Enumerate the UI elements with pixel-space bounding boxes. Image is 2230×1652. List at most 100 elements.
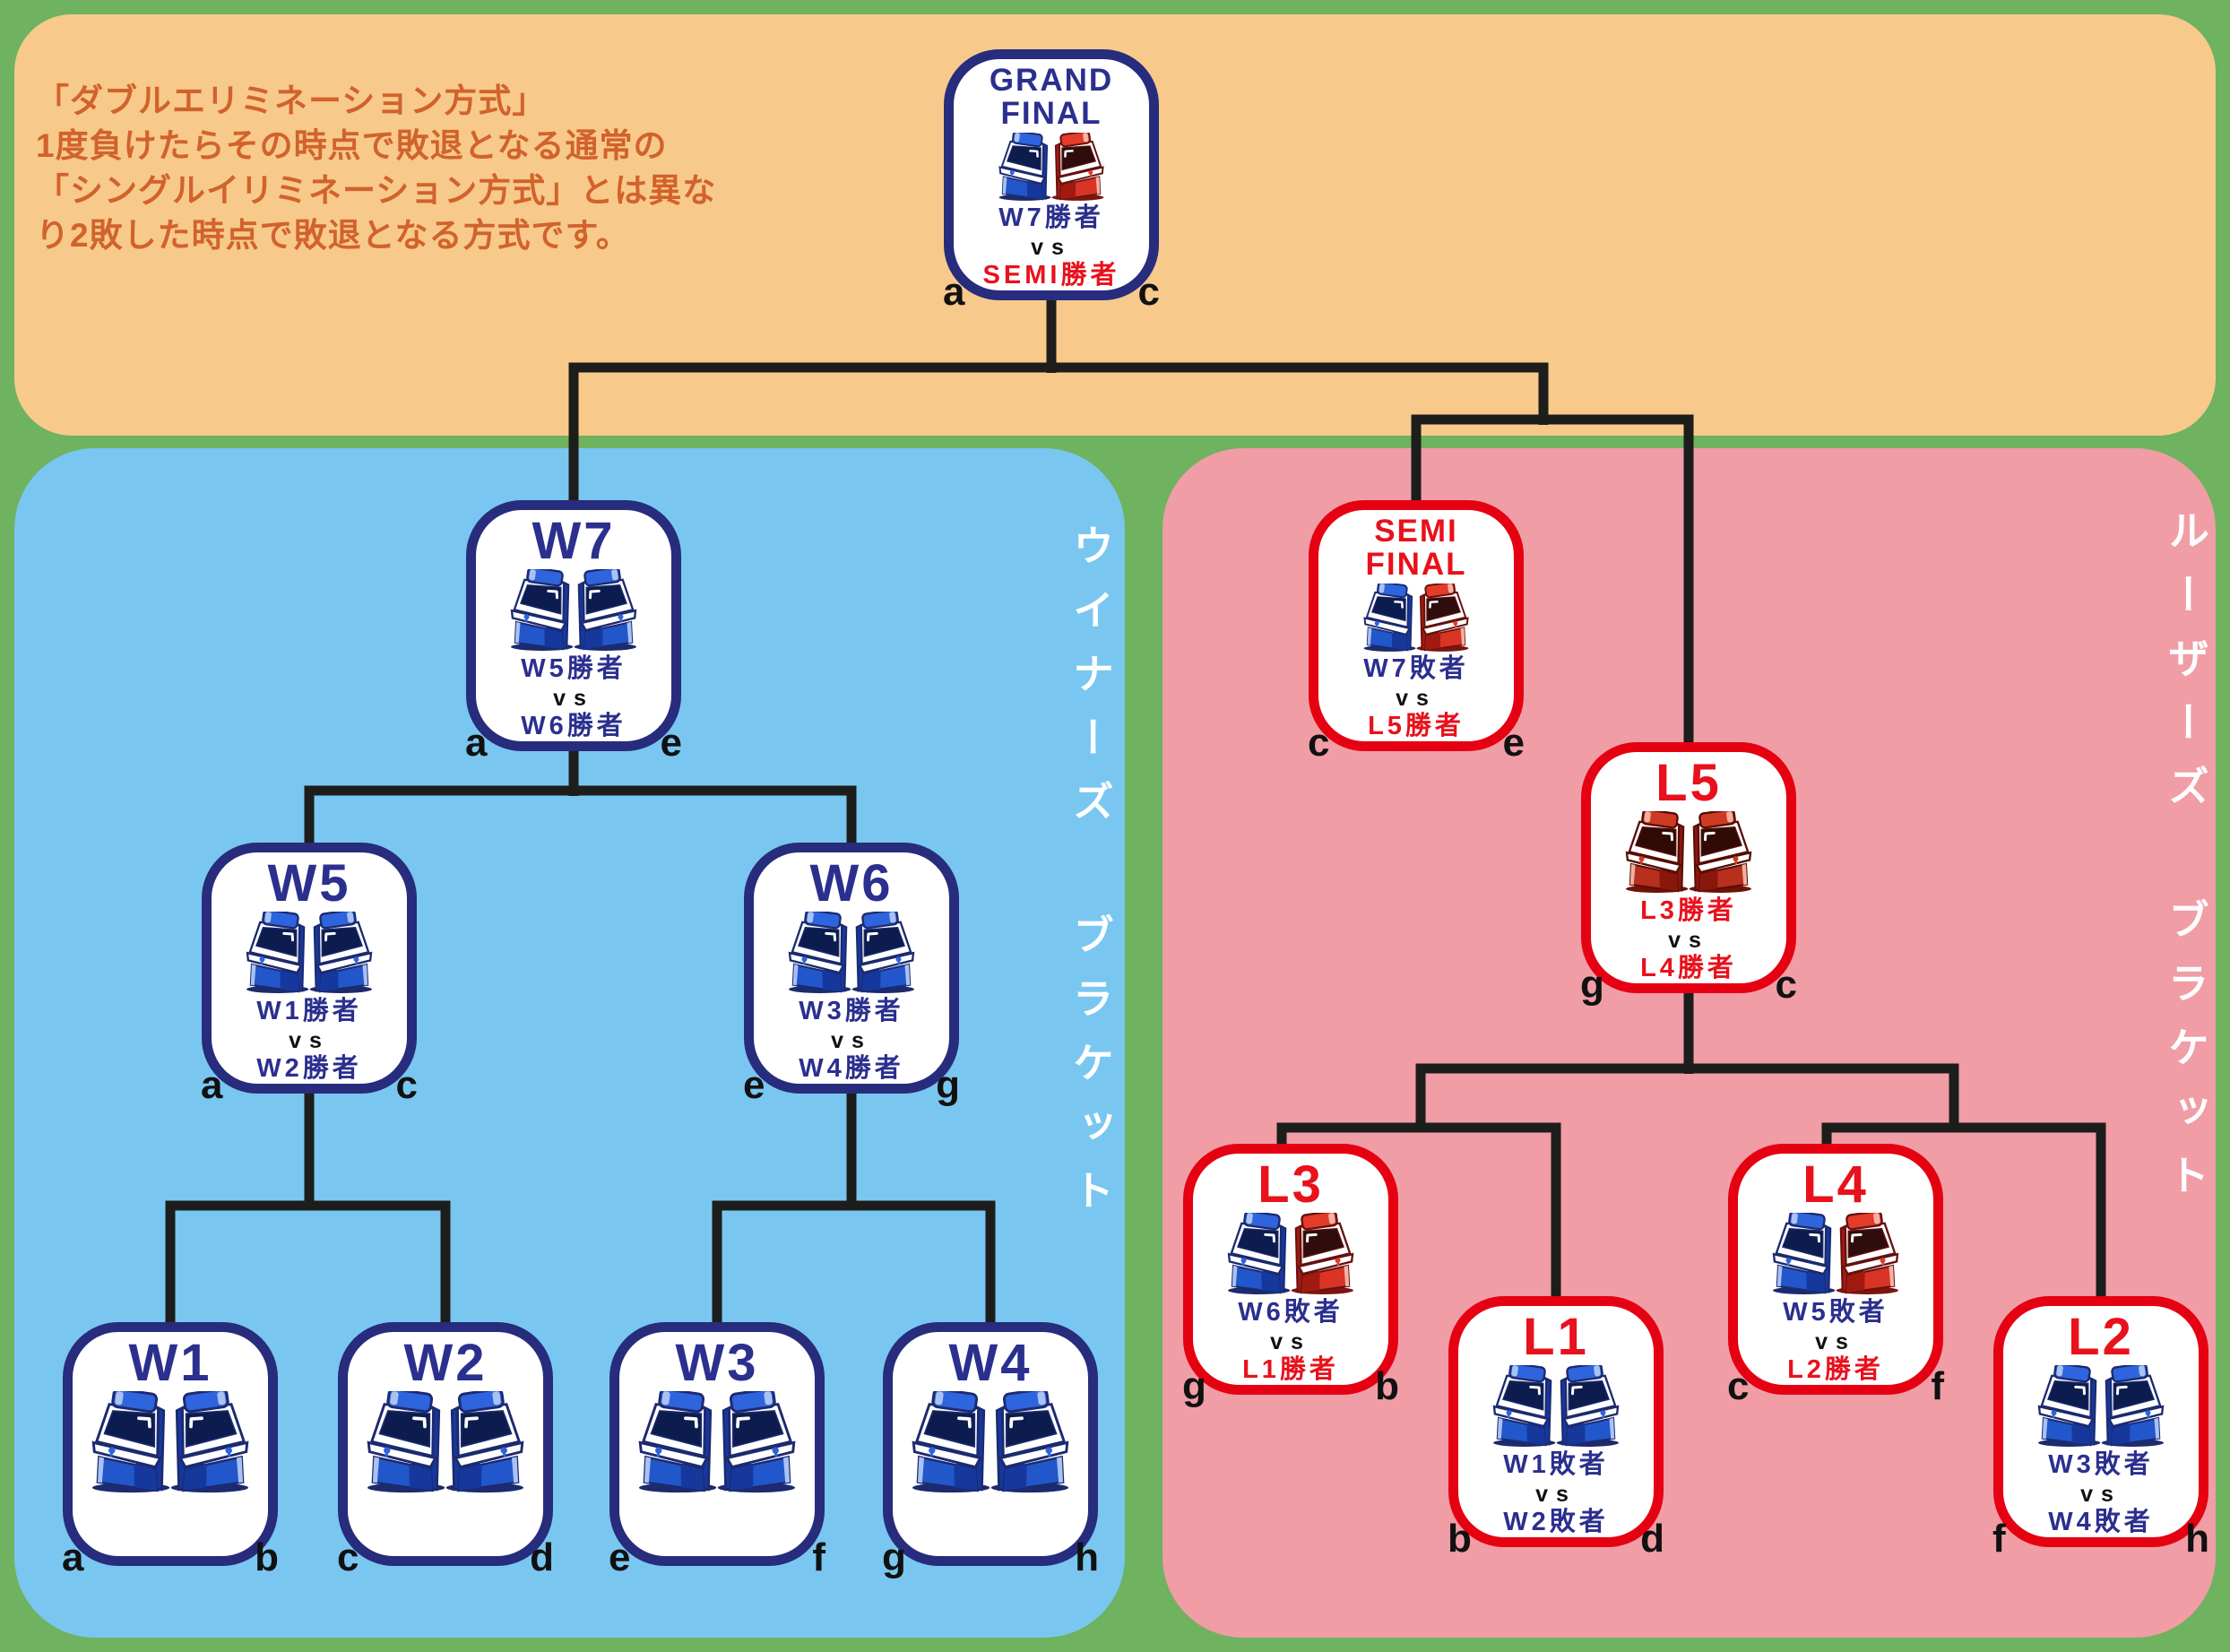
slot-letter-right: c [395,1063,418,1107]
slot-letter-right: d [1640,1517,1664,1561]
matchup-bottom: W2敗者 [1503,1507,1609,1536]
arcade-cabinets-icon [1227,1213,1354,1294]
slot-letter-right: d [530,1535,554,1579]
matchup-vs: vs [1668,927,1709,953]
slot-letter-left: g [1182,1364,1206,1408]
slot-letter-right: c [1137,270,1160,314]
slot-letter-right: h [2185,1517,2209,1561]
matchup-bottom: L2勝者 [1787,1354,1884,1384]
node-title: FINAL [1365,546,1467,582]
bracket-node-w7: W7 [465,500,682,763]
matchup-top: W7勝者 [998,203,1104,233]
node-title: L4 [1802,1155,1869,1214]
arcade-cabinets-icon [2037,1365,2165,1447]
bracket-node-l2: L2 [1992,1296,2209,1559]
bracket-node-w1: W1 [62,1322,279,1578]
intro-line: り2敗した時点で敗退となる方式です。 [36,216,630,254]
matchup-bottom: W4勝者 [799,1053,904,1083]
matchup-top: L3勝者 [1640,896,1737,926]
node-title: W5 [267,854,351,912]
matchup-top: W5勝者 [521,654,627,684]
intro-line: 「ダブルエリミネーション方式」 [36,82,547,119]
arcade-cabinets-icon [367,1391,524,1493]
intro-text-block: 「ダブルエリミネーション方式」 1度負けたらその時点で敗退となる通常の 「シング… [36,79,735,258]
matchup-vs: vs [1270,1328,1311,1354]
slot-letter-left: g [1580,963,1604,1007]
node-title: L5 [1655,754,1722,812]
matchup-top: W6敗者 [1238,1298,1344,1328]
node-title: L3 [1258,1155,1324,1214]
bracket-node-w3: W3 [609,1322,825,1578]
node-title: W6 [809,854,894,912]
matchup-top: W3敗者 [2048,1450,2154,1480]
matchup-vs: vs [1815,1328,1856,1354]
matchup-vs: vs [289,1027,330,1053]
slot-letter-left: e [743,1063,765,1107]
bracket-node-l4: L4 [1727,1144,1944,1406]
slot-letter-left: c [337,1535,359,1579]
node-title: L1 [1523,1308,1589,1366]
matchup-bottom: W2勝者 [256,1053,362,1083]
matchup-top: W1敗者 [1503,1450,1609,1480]
arcade-cabinets-icon [638,1391,796,1493]
arcade-cabinets-icon [1625,811,1752,893]
slot-letter-right: b [1375,1364,1399,1408]
matchup-vs: vs [1535,1481,1577,1507]
matchup-vs: vs [553,685,594,711]
bracket-node-l5: L5 [1580,742,1797,1005]
arcade-cabinets-icon [998,132,1104,201]
arcade-cabinets-icon [1363,583,1469,652]
slot-letter-left: c [1727,1364,1750,1408]
matchup-top: W5敗者 [1783,1298,1889,1328]
matchup-bottom: L4勝者 [1640,953,1737,982]
slot-letter-left: a [62,1535,84,1579]
node-title: GRAND [989,63,1114,98]
slot-letter-left: a [465,721,488,765]
slot-letter-right: e [1502,721,1525,765]
arcade-cabinets-icon [1772,1213,1899,1294]
bracket-node-w5: W5 [201,843,418,1105]
matchup-vs: vs [2080,1481,2122,1507]
matchup-bottom: SEMI勝者 [982,260,1120,290]
slot-letter-left: a [201,1063,223,1107]
slot-letter-left: g [882,1535,906,1579]
matchup-top: W1勝者 [256,997,362,1026]
bracket-node-l3: L3 [1182,1144,1399,1406]
arcade-cabinets-icon [246,912,373,993]
slot-letter-left: f [1992,1517,2006,1561]
slot-letter-right: f [1931,1364,1944,1408]
slot-letter-left: c [1308,721,1330,765]
matchup-bottom: W4敗者 [2048,1507,2154,1536]
bracket-node-w2: W2 [337,1322,554,1578]
winners-bracket-label: ウイナーズ ブラケット [1067,524,1114,1233]
node-title: W3 [675,1334,759,1392]
matchup-top: W7敗者 [1363,654,1469,684]
slot-letter-right: h [1075,1535,1099,1579]
bracket-node-l1: L1 [1448,1296,1664,1559]
arcade-cabinets-icon [788,912,915,993]
bracket-node-w4: W4 [882,1322,1099,1578]
matchup-bottom: L1勝者 [1242,1354,1339,1384]
node-title: FINAL [1000,95,1102,131]
bracket-node-w6: W6 [743,843,960,1105]
node-title: SEMI [1374,514,1458,549]
slot-letter-right: e [660,721,682,765]
slot-letter-right: b [255,1535,279,1579]
slot-letter-left: b [1448,1517,1472,1561]
matchup-vs: vs [1396,685,1437,711]
matchup-top: W3勝者 [799,997,904,1026]
slot-letter-right: c [1775,963,1797,1007]
slot-letter-right: f [812,1535,825,1579]
